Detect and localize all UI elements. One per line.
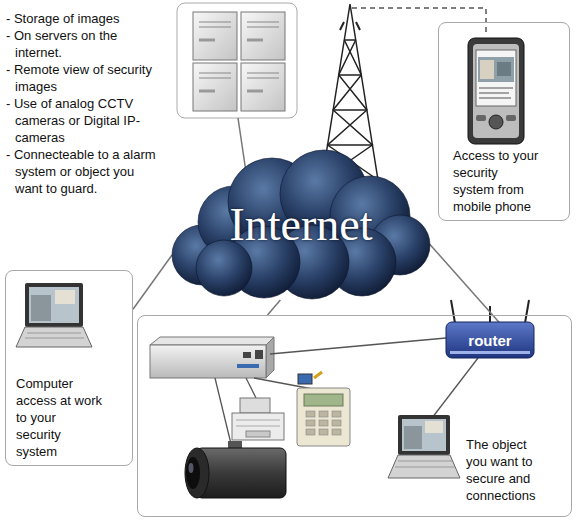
server-illustration: [177, 3, 297, 118]
shape-label: router: [446, 322, 534, 358]
pda-phone-illustration: [468, 38, 524, 144]
box-text: Access to your security system from mobi…: [453, 147, 539, 215]
wiring: [215, 338, 478, 448]
network-link: [268, 300, 281, 315]
alarm-panel-illustration: [297, 388, 350, 446]
internet-cloud: Internet: [172, 150, 430, 300]
shape-label: Internet: [172, 150, 430, 300]
work-laptop-illustration: [16, 283, 92, 347]
feature-note: - Storage of images: [6, 10, 156, 27]
feature-list: - Storage of images- On servers on the i…: [6, 10, 156, 197]
server-link-line: [238, 118, 246, 172]
secured-object-box: routerThe object you want to secure and …: [137, 315, 572, 517]
box-text: The object you want to secure and connec…: [466, 436, 550, 504]
object-laptop-illustration: [388, 415, 460, 478]
box-text: Computer access at work to your security…: [16, 375, 102, 460]
feature-note: - On servers on the internet.: [6, 27, 156, 61]
computer-access-box: Computer access at work to your security…: [5, 270, 133, 466]
cctv-camera-illustration: [185, 441, 286, 498]
mobile-access-box: Access to your security system from mobi…: [438, 22, 570, 221]
feature-note: - Remote view of security images: [6, 61, 156, 95]
video-server-illustration: [150, 337, 274, 378]
monitor-icon: [298, 372, 322, 384]
router-device: router: [446, 322, 534, 358]
network-link: [133, 255, 172, 309]
feature-note: - Connecteable to a alarm system or obje…: [6, 146, 156, 197]
network-link: [430, 245, 499, 323]
feature-note: - Use of analog CCTV cameras or Digital …: [6, 95, 156, 146]
cash-register-illustration: [232, 398, 284, 440]
